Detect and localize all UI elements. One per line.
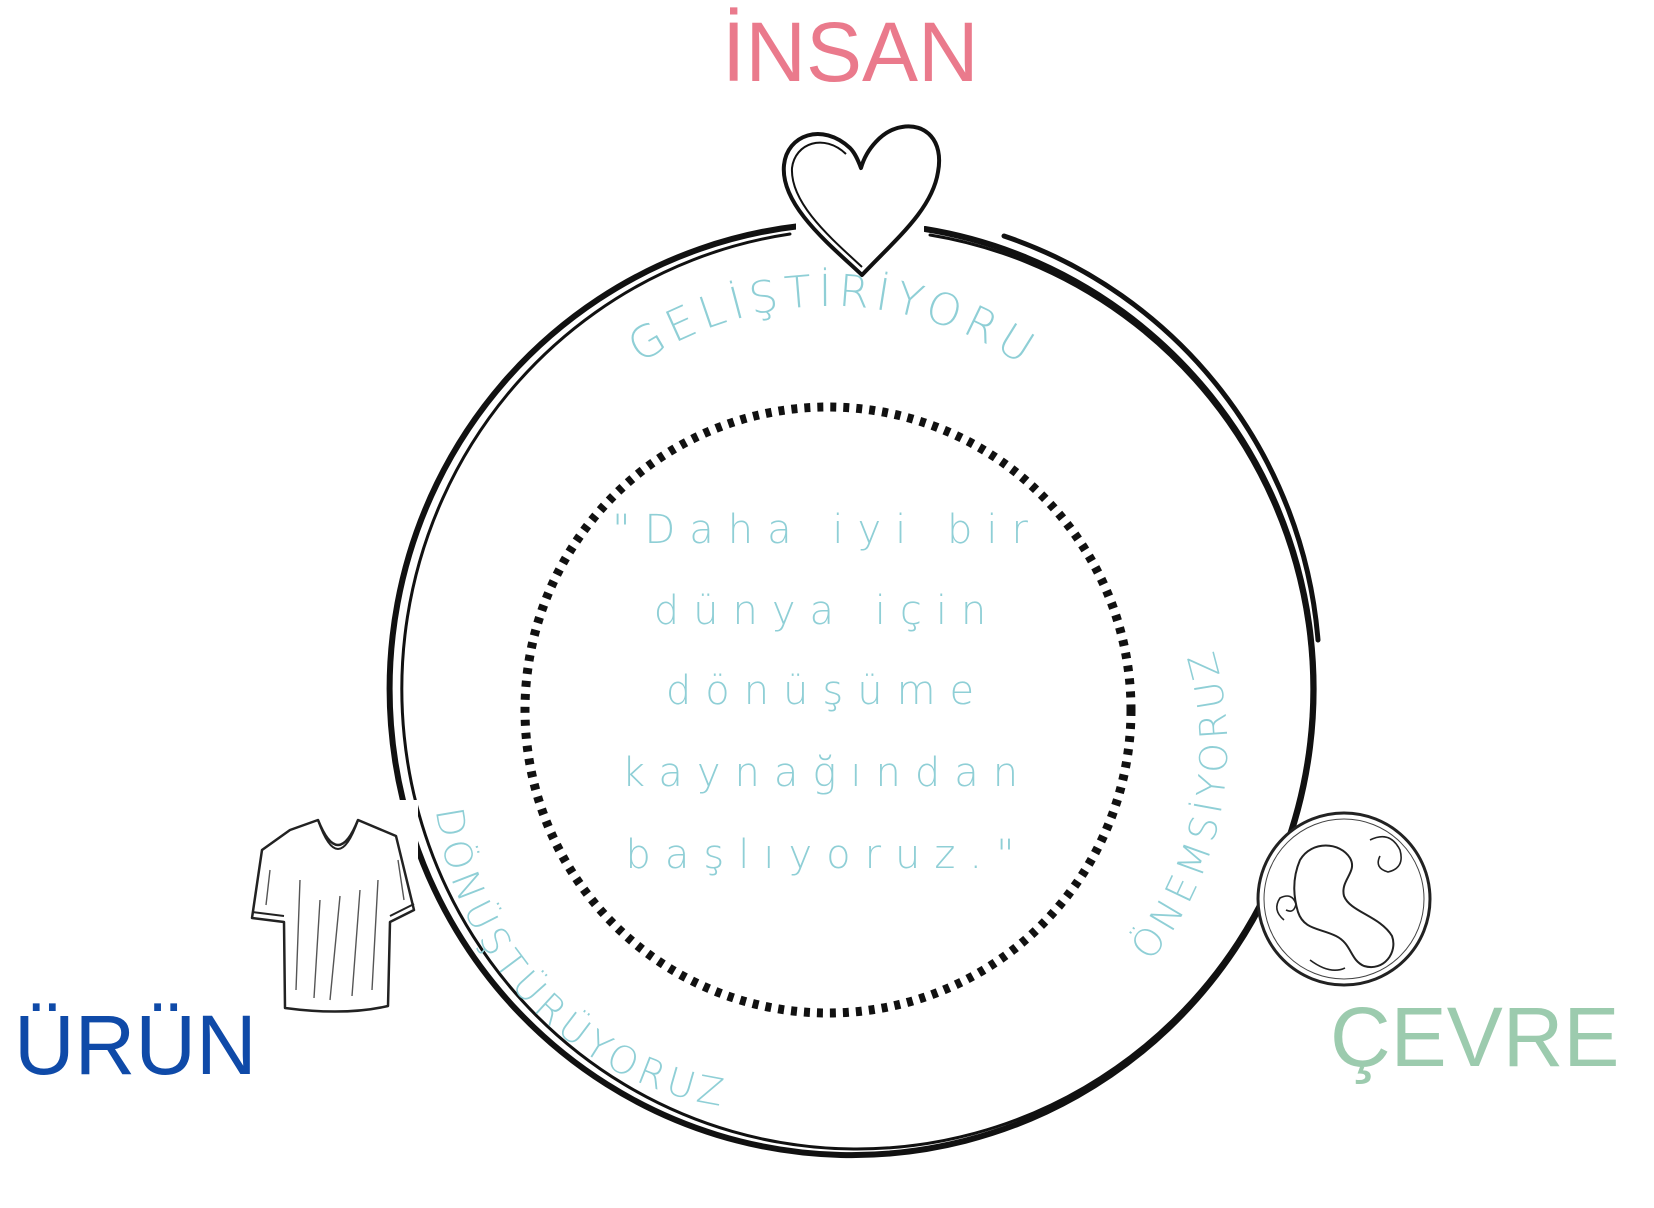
outer-ring: [386, 223, 1321, 1159]
label-cevre: ÇEVRE: [1330, 990, 1620, 1084]
label-urun: ÜRÜN: [14, 998, 257, 1092]
inner-dotted-ring: [520, 402, 1136, 1018]
globe-icon: [1256, 811, 1432, 987]
tshirt-icon: [238, 800, 418, 1020]
quote-line-4: kaynağından: [621, 750, 1033, 796]
heart-icon: [781, 124, 942, 277]
quote-line-2: dünya için: [653, 588, 1001, 634]
quote-line-1: "Daha iyi bir: [612, 507, 1042, 553]
quote-line-5: başlıyoruz.": [625, 832, 1029, 878]
label-insan: İNSAN: [722, 5, 979, 99]
quote-line-3: dönüşüme: [665, 668, 989, 714]
